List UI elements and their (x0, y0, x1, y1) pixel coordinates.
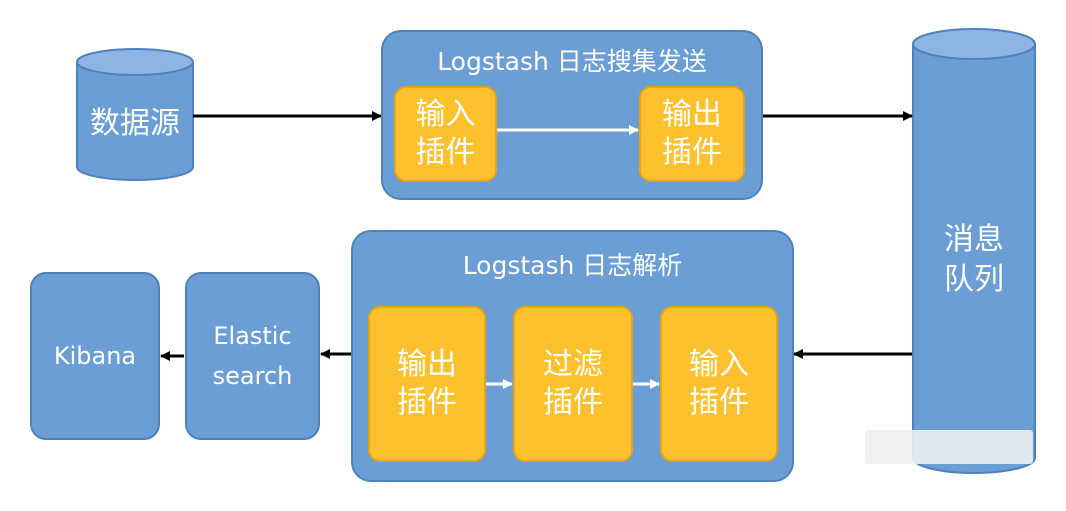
collector-input-plugin-label: 输入插件 (415, 97, 476, 170)
parser-input-plugin-label: 输入插件 (689, 347, 749, 420)
parser-output-plugin: 输出插件 (368, 306, 486, 462)
data-source-label: 数据源 (90, 106, 180, 141)
parser-input-plugin: 输入插件 (660, 306, 778, 462)
parser-filter-plugin-label: 过滤插件 (543, 347, 603, 420)
parser-title: Logstash 日志解析 (462, 251, 683, 280)
message-queue-cylinder (912, 28, 1036, 474)
collector-title: Logstash 日志搜集发送 (437, 47, 707, 76)
parser-filter-plugin: 过滤插件 (513, 306, 633, 462)
elasticsearch-label: Elastic search (185, 272, 320, 440)
message-queue-label: 消息队列 (913, 215, 1035, 305)
kibana-box (30, 272, 160, 440)
collector-input-plugin: 输入插件 (394, 86, 497, 182)
elasticsearch-box (185, 272, 320, 440)
data-source-cylinder (76, 48, 194, 181)
watermark (865, 430, 1033, 464)
parser-output-plugin-label: 输出插件 (397, 347, 457, 420)
elasticsearch-label-line2: search (212, 362, 293, 390)
message-queue-label-text: 消息队列 (944, 222, 1004, 297)
kibana-label: Kibana (53, 342, 137, 370)
collector-output-plugin: 输出插件 (639, 86, 745, 182)
collector-output-plugin-label: 输出插件 (662, 97, 722, 170)
elasticsearch-label-line1: Elastic (213, 322, 292, 350)
